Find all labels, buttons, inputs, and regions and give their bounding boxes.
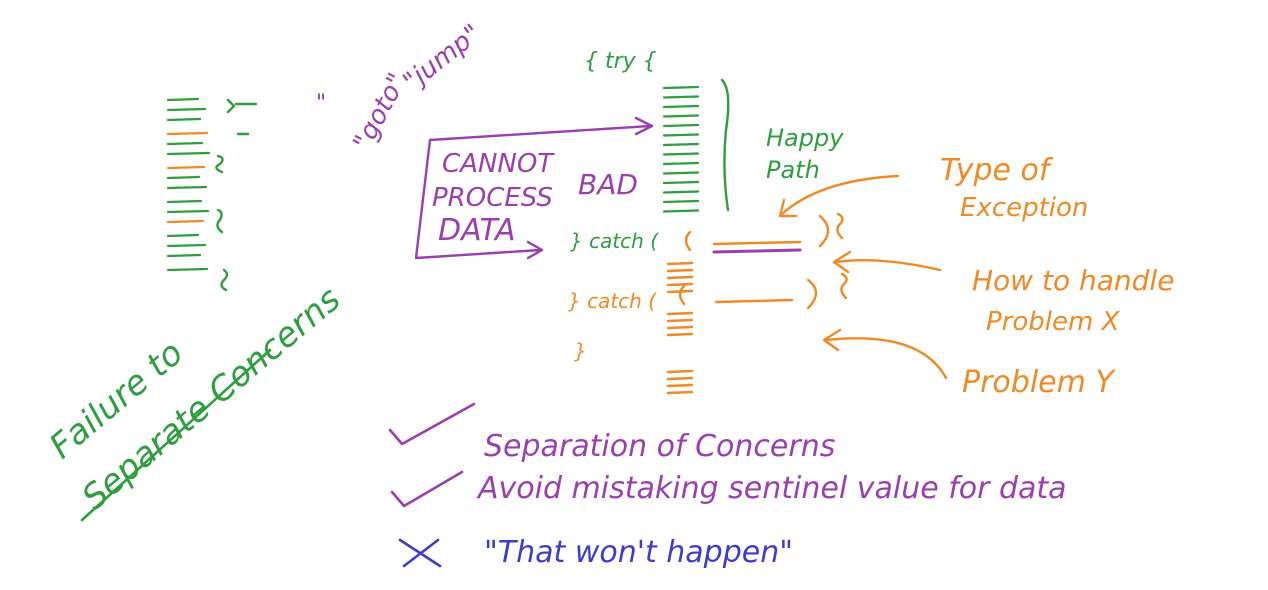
exception-type-slot bbox=[712, 240, 802, 246]
type-of-exception-arrow bbox=[778, 174, 900, 218]
try-label: { try { bbox=[584, 49, 657, 74]
code-line bbox=[662, 95, 700, 99]
code-line bbox=[166, 141, 204, 146]
cross-mark-3 bbox=[398, 538, 442, 568]
catch2-slot bbox=[714, 298, 794, 304]
code-line bbox=[666, 376, 694, 381]
brace-mark bbox=[215, 154, 224, 174]
how-to-handle-arrow bbox=[832, 250, 942, 274]
code-line bbox=[166, 131, 209, 136]
code-line bbox=[662, 114, 700, 118]
brace-mark bbox=[216, 208, 224, 234]
check-mark-1 bbox=[388, 402, 476, 446]
happy-path-bracket bbox=[720, 78, 730, 212]
catch-label-1: } catch ( bbox=[570, 229, 659, 253]
catch2-open-paren bbox=[678, 284, 686, 306]
code-line bbox=[166, 185, 208, 190]
failure-caption-underline bbox=[80, 348, 272, 522]
checklist-item-2: Avoid mistaking sentinel value for data bbox=[476, 471, 1067, 506]
goto-arrow bbox=[414, 116, 654, 260]
code-line bbox=[662, 180, 700, 185]
code-line bbox=[166, 107, 207, 112]
code-line bbox=[662, 123, 700, 128]
brace-mark bbox=[220, 268, 229, 292]
code-line bbox=[166, 175, 201, 180]
code-line bbox=[662, 104, 700, 109]
checklist-item-3: "That won't happen" bbox=[484, 535, 793, 570]
code-line bbox=[166, 97, 200, 102]
code-line bbox=[166, 233, 200, 238]
code-line bbox=[666, 318, 694, 323]
type-of-exception-line1: Type of bbox=[940, 153, 1054, 188]
check-mark-2 bbox=[390, 470, 464, 508]
code-line bbox=[166, 267, 209, 272]
code-line bbox=[662, 209, 700, 213]
catch1-open-paren bbox=[684, 230, 692, 252]
code-line bbox=[666, 390, 694, 395]
catch2-close-paren bbox=[806, 278, 818, 310]
code-line bbox=[666, 383, 694, 388]
code-line bbox=[166, 199, 203, 204]
bad-data-line1: CANNOT bbox=[442, 149, 555, 179]
code-line bbox=[666, 325, 694, 330]
catch-label-2: } catch ( bbox=[568, 289, 657, 313]
code-line bbox=[666, 275, 694, 280]
code-line bbox=[666, 332, 694, 337]
code-line bbox=[666, 369, 694, 374]
happy-path-line2: Path bbox=[766, 156, 820, 184]
code-line bbox=[662, 152, 700, 156]
bad-data-side: BAD bbox=[578, 168, 638, 201]
jump-label: "jump" bbox=[398, 19, 487, 98]
brace-mark bbox=[226, 98, 258, 114]
code-line bbox=[166, 243, 207, 248]
code-line bbox=[166, 253, 202, 258]
problem-y-label: Problem Y bbox=[962, 365, 1116, 400]
type-of-exception-line2: Exception bbox=[960, 193, 1088, 223]
code-line bbox=[166, 219, 205, 224]
code-line bbox=[666, 268, 694, 273]
code-line bbox=[166, 151, 211, 156]
bad-data-line3: DATA bbox=[438, 213, 516, 248]
try-code-lines bbox=[662, 85, 700, 213]
end-label: } bbox=[574, 339, 587, 363]
checklist-item-1: Separation of Concerns bbox=[484, 429, 835, 464]
how-to-handle-line2: Problem X bbox=[986, 307, 1121, 337]
bad-data-line2: PROCESS bbox=[432, 183, 553, 213]
happy-path-line1: Happy bbox=[766, 124, 844, 152]
code-line bbox=[662, 85, 700, 90]
catch1-close-paren bbox=[818, 214, 830, 248]
jump-label-group: "jump" bbox=[398, 19, 487, 98]
code-line bbox=[662, 142, 700, 147]
code-line bbox=[666, 311, 694, 316]
problem-y-arrow bbox=[822, 328, 948, 380]
code-line bbox=[662, 199, 700, 204]
catch-code-lines bbox=[666, 261, 694, 395]
catch2-brace bbox=[840, 272, 848, 300]
code-line bbox=[666, 261, 694, 266]
code-line bbox=[666, 282, 694, 287]
code-line bbox=[166, 117, 202, 122]
how-to-handle-line1: How to handle bbox=[972, 264, 1174, 297]
catch1-brace bbox=[836, 212, 844, 240]
code-line bbox=[662, 133, 700, 137]
code-line bbox=[662, 161, 700, 166]
exception-type-slot-underline bbox=[712, 248, 802, 254]
code-line bbox=[166, 209, 210, 214]
code-line bbox=[662, 190, 700, 194]
failure-caption: Failure to Separate Concerns bbox=[42, 279, 348, 518]
tangled-code-lines bbox=[166, 97, 211, 272]
code-line bbox=[166, 165, 206, 170]
code-line bbox=[662, 171, 700, 175]
left-code-braces bbox=[215, 98, 258, 292]
goto-quote-mark: " bbox=[316, 91, 326, 116]
